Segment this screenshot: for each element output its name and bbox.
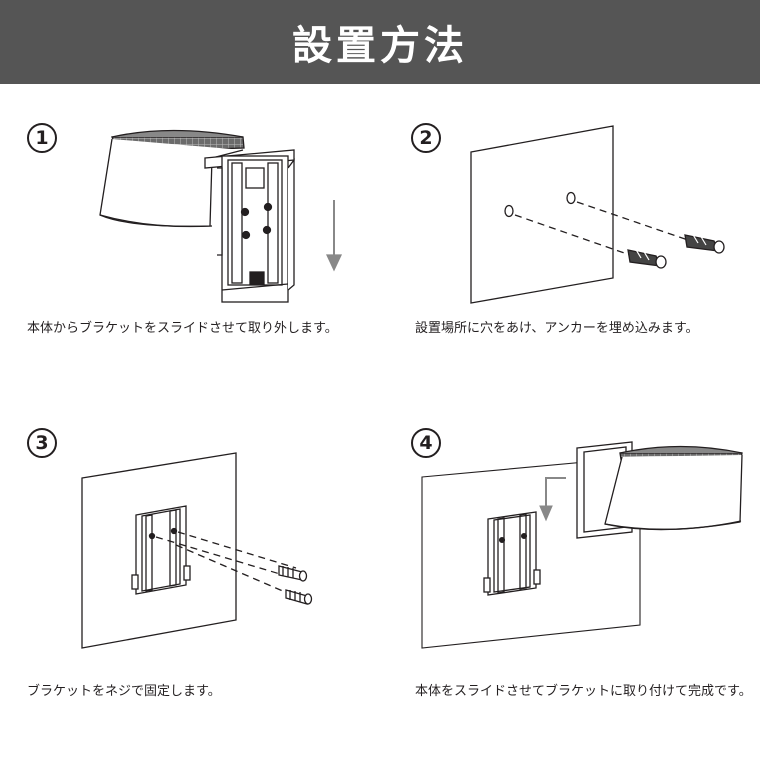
page-header: 設置方法 bbox=[0, 0, 760, 84]
step-2-number: 2 bbox=[411, 123, 441, 153]
step-1-caption: 本体からブラケットをスライドさせて取り外します。 bbox=[27, 321, 338, 336]
anchor-icon bbox=[627, 247, 667, 269]
step-1-number: 1 bbox=[27, 123, 57, 153]
left-down-arrow-icon bbox=[539, 477, 566, 522]
wall-panel bbox=[470, 125, 614, 304]
step-3-caption: ブラケットをネジで固定します。 bbox=[27, 684, 221, 699]
bracket-step-1 bbox=[204, 149, 295, 303]
page-title: 設置方法 bbox=[292, 23, 468, 69]
anchor-icon bbox=[684, 232, 725, 254]
wall-hole-right bbox=[566, 191, 576, 205]
step-3-number: 3 bbox=[27, 428, 57, 458]
lamp-with-bracket bbox=[576, 441, 743, 539]
wall-hole-left bbox=[504, 204, 514, 218]
step-4-number: 4 bbox=[411, 428, 441, 458]
step-4-illustration bbox=[421, 441, 743, 649]
screw-icon bbox=[285, 589, 313, 605]
step-3-illustration bbox=[81, 452, 313, 649]
bracket-step-4 bbox=[483, 511, 541, 596]
step-2-caption: 設置場所に穴をあけ、アンカーを埋め込みます。 bbox=[415, 321, 699, 336]
bracket-step-3 bbox=[131, 505, 191, 595]
step-2-illustration bbox=[470, 125, 725, 304]
down-arrow-icon bbox=[325, 200, 343, 272]
step-4-caption: 本体をスライドさせてブラケットに取り付けて完成です。 bbox=[415, 684, 752, 699]
screw-icon bbox=[278, 565, 308, 582]
step-1-illustration bbox=[99, 129, 343, 303]
